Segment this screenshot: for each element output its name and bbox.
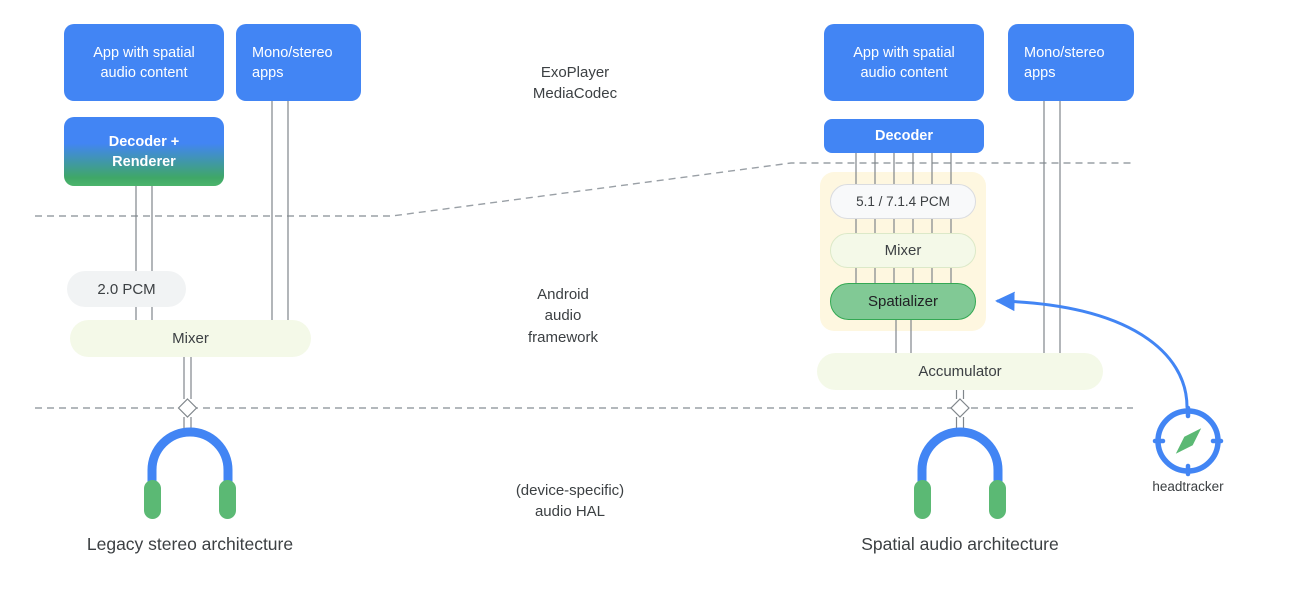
headtracker-label: headtracker — [1152, 479, 1224, 494]
left-mono-stereo-apps-box: Mono/stereo apps — [236, 24, 361, 101]
right-spatializer-pill: Spatializer — [830, 283, 976, 320]
left-decoder-renderer-box: Decoder + Renderer — [64, 117, 224, 186]
right-app-spatial-audio-box: App with spatial audio content — [824, 24, 984, 101]
right-mixer-pill: Mixer — [830, 233, 976, 268]
left-app-spatial-audio-box: App with spatial audio content — [64, 24, 224, 101]
left-architecture-caption: Legacy stereo architecture — [86, 534, 294, 554]
layer-label-android-audio-framework: Android audio framework — [527, 286, 598, 346]
left-headphones-icon — [144, 427, 236, 519]
layer-label-audio-hal: (device-specific) audio HAL — [515, 482, 625, 521]
headtracker-icon — [1152, 405, 1224, 477]
right-architecture-caption: Spatial audio architecture — [861, 534, 1059, 554]
right-decoder-box: Decoder — [824, 119, 984, 153]
right-headphones-icon — [914, 427, 1006, 519]
right-accumulator-pill: Accumulator — [817, 353, 1103, 390]
compass-needle — [1175, 428, 1202, 454]
left-connector-diamond — [177, 398, 198, 418]
left-mixer-pill: Mixer — [70, 320, 311, 357]
layer-label-exoplayer-mediacodec: ExoPlayer MediaCodec — [532, 64, 618, 103]
right-connector-diamond — [950, 398, 970, 418]
left-pcm-pill: 2.0 PCM — [67, 271, 186, 307]
right-pcm-pill: 5.1 / 7.1.4 PCM — [830, 184, 976, 219]
right-mono-stereo-apps-box: Mono/stereo apps — [1008, 24, 1134, 101]
